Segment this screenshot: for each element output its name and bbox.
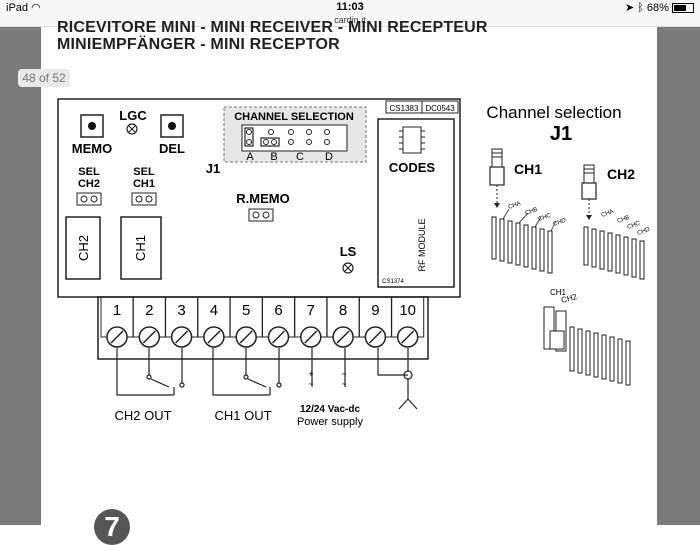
wiring [116, 348, 418, 410]
cha-label-2: CHA [601, 209, 615, 219]
ch2-panel-label: CH2 [607, 166, 635, 182]
ch2-jumper-illustration [581, 164, 645, 280]
url-bar[interactable]: cardin.it [0, 16, 700, 27]
ac-wave-icon: ~ [308, 379, 313, 389]
codes-chip [402, 126, 422, 154]
channel-c-label: C [296, 151, 304, 163]
header-line-2: MINIEMPFÄNGER - MINI RECEPTOR [57, 36, 340, 53]
sel-ch2-jumper [76, 192, 102, 206]
sel-ch1-jumper [131, 192, 157, 206]
ch1-relay [120, 216, 162, 280]
cha-label-1: CHA [508, 201, 522, 211]
terminal-number: 7 [307, 302, 315, 319]
chb-label-1: CHB [525, 207, 539, 217]
status-bar: iPad ◠ 11:03 ➤ ᛒ 68% [0, 0, 700, 16]
status-left: iPad ◠ [6, 1, 41, 14]
ch2-combined-label: CH2 [560, 292, 578, 305]
j1-pins [244, 127, 330, 147]
lgc-led-icon [126, 123, 138, 135]
terminal-number: 2 [145, 302, 153, 319]
lgc-label: LGC [119, 108, 147, 123]
channel-b-label: B [270, 151, 277, 163]
rf-module [377, 118, 455, 288]
power-plus-icon: + [308, 369, 313, 379]
rmemo-label: R.MEMO [236, 191, 289, 206]
sel-ch2-label-2: CH2 [78, 178, 100, 190]
ls-label: LS [340, 244, 357, 259]
power-minus-icon: ~ [341, 369, 346, 379]
page-counter: 48 of 52 [18, 69, 70, 87]
code-2: DC0543 [425, 104, 455, 113]
bluetooth-icon: ᛒ [637, 2, 644, 14]
url-domain: cardin.it [334, 15, 366, 25]
ch2-out-label: CH2 OUT [114, 408, 171, 423]
right-title: Channel selection [486, 103, 621, 122]
terminal-number: 9 [371, 302, 379, 319]
terminal-number: 5 [242, 302, 250, 319]
terminal-number: 8 [339, 302, 347, 319]
sel-ch1-label-1: SEL [133, 166, 155, 178]
codes-label: CODES [389, 160, 436, 175]
chc-label-1: CHC [538, 213, 553, 223]
j1-header [241, 124, 348, 152]
wiring-diagram: CS1383 DC0543 MEMO LGC DEL CHANNEL SELEC… [57, 98, 652, 428]
rf-module-label: RF MODULE [417, 218, 427, 271]
wifi-icon: ◠ [31, 2, 41, 14]
power-label-2: Power supply [297, 416, 364, 428]
rmemo-jumper [248, 208, 274, 222]
memo-label: MEMO [72, 141, 112, 156]
battery-percent: 68% [646, 2, 669, 14]
status-time: 11:03 [336, 1, 364, 13]
chd-label-1: CHD [553, 218, 568, 228]
right-subtitle: J1 [550, 123, 572, 145]
chc-label-2: CHC [627, 221, 642, 231]
location-icon: ➤ [624, 2, 635, 14]
status-right: ➤ ᛒ 68% [625, 1, 694, 14]
channel-a-label: A [246, 151, 254, 163]
ac-wave-icon-2: ~ [341, 379, 346, 389]
ch2-relay [65, 216, 101, 280]
chb-label-2: CHB [617, 215, 631, 225]
chd-label-2: CHD [637, 227, 652, 237]
code-1: CS1383 [390, 104, 419, 113]
ch1-relay-label: CH1 [133, 235, 148, 261]
sel-ch1-label-2: CH1 [133, 178, 155, 190]
terminal-number: 6 [274, 302, 282, 319]
j1-label: J1 [206, 161, 220, 176]
terminal-number: 3 [177, 302, 185, 319]
channel-selection-label: CHANNEL SELECTION [234, 111, 354, 123]
ch2-relay-label: CH2 [76, 235, 91, 261]
channel-d-label: D [325, 151, 333, 163]
combined-jumper-illustration [543, 306, 631, 386]
pdf-page: RICEVITORE MINI - MINI RECEIVER - MINI R… [41, 19, 657, 545]
ls-led-icon [342, 262, 354, 274]
pdf-viewer[interactable]: RICEVITORE MINI - MINI RECEIVER - MINI R… [0, 19, 700, 545]
ch1-out-label: CH1 OUT [214, 408, 271, 423]
sel-ch2-label-1: SEL [78, 166, 100, 178]
ch1-panel-label: CH1 [514, 161, 542, 177]
terminals: 1 2 3 4 5 6 7 8 9 10 [100, 296, 425, 348]
cs1374-label: CS1374 [382, 279, 404, 285]
power-label-1: 12/24 Vac-dc [300, 404, 360, 415]
battery-icon [672, 3, 694, 14]
header-line-1: RICEVITORE MINI - MINI RECEIVER - MINI R… [57, 19, 488, 36]
device-label: iPad [6, 2, 29, 14]
ch1-combined-label: CH1 [550, 288, 567, 297]
terminal-number: 1 [113, 302, 121, 319]
del-label: DEL [159, 141, 185, 156]
ch1-jumper-illustration [489, 148, 557, 274]
terminal-number: 4 [210, 302, 218, 319]
terminal-number: 10 [399, 302, 416, 319]
figure-number: 7 [94, 509, 130, 545]
